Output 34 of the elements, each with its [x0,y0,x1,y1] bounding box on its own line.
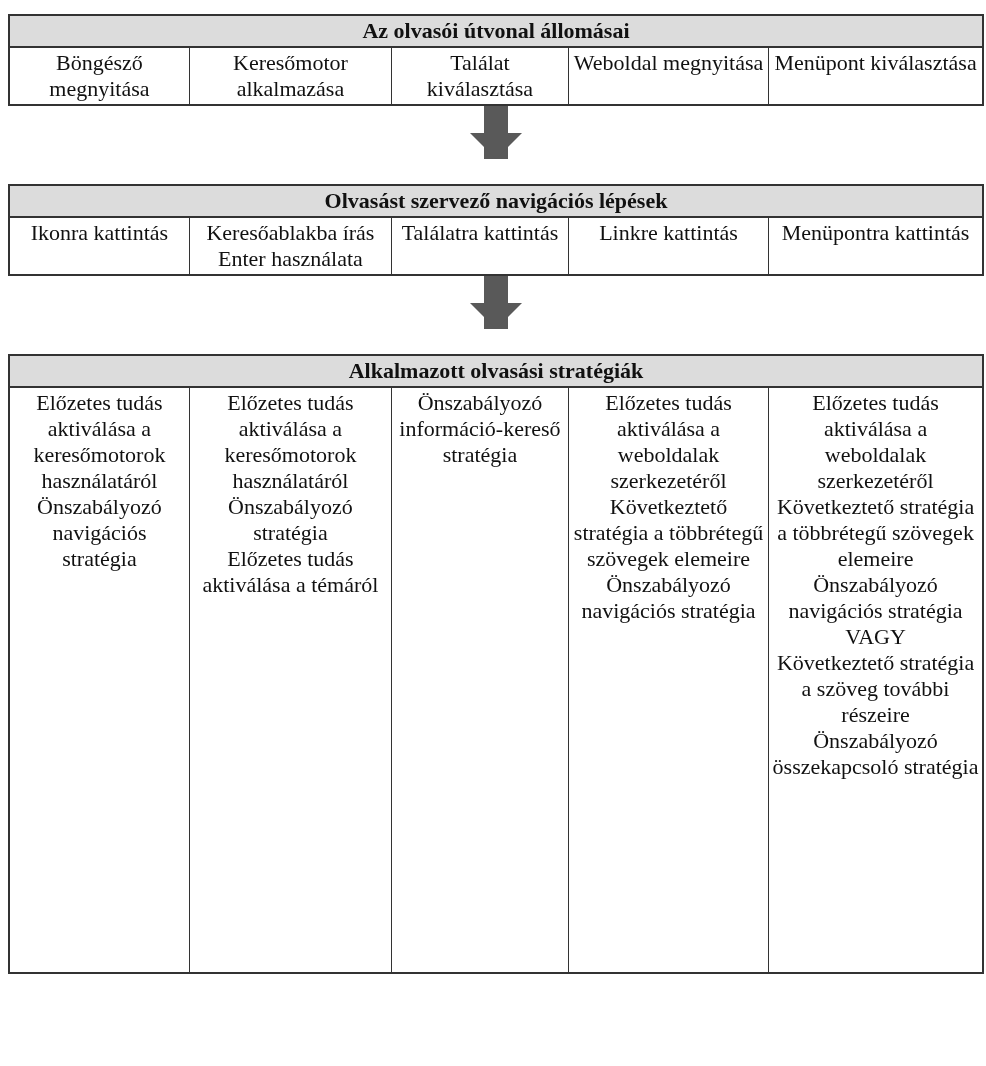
table [8,184,984,276]
cell-text: Menüpont kiválasztása [773,50,978,76]
cell-text: Keresőablakba írás [205,220,376,246]
cell-text: Önszabályozó navigációs stratégia [580,572,757,624]
table-heading: Az olvasói útvonal állomásai [362,18,630,43]
cell-text: Előzetes tudás aktiválása a weboldalak szerkezetéről [811,390,940,494]
table [8,354,984,974]
cell-text: Előzetes tudás aktiválása a témáról [201,546,380,598]
cell-text: Enter használata [217,246,364,272]
cell-text: Ikonra kattintás [29,220,170,246]
table [8,14,984,106]
cell-text: Következtető stratégia a többrétegű szövegek elemeire [572,494,765,572]
cell-text: Önszabályozó összekapcsoló stratégia [772,728,979,780]
cell-text: Önszabályozó információ-kereső stratégia [398,390,562,468]
arrow [470,106,522,159]
cell-text: Önszabályozó navigációs stratégia [36,494,163,572]
cell-text: Weboldal megnyitása [572,50,765,76]
cell-text: Önszabályozó navigációs stratégia [787,572,964,624]
table-heading: Olvasást szervező navigációs lépések [324,188,668,213]
cell-text: Előzetes tudás aktiválása a weboldalak szerkezetéről [604,390,733,494]
cell-text: Találat kiválasztása [425,50,535,102]
cell-text: Találatra kattintás [400,220,560,246]
cell-text: Böngésző megnyitása [48,50,151,102]
cell-text: VAGY [844,624,907,650]
cell-text: Önszabályozó stratégia [227,494,354,546]
arrow [470,276,522,329]
cell-text: Linkre kattintás [598,220,739,246]
cell-text: Következtető stratégia a szöveg további részeire [775,650,976,728]
cell-text: Következtető stratégia a többrétegű szövegek elemeire [775,494,976,572]
cell-text: Előzetes tudás aktiválása a keresőmotorok használatáról [32,390,167,494]
cell-text: Előzetes tudás aktiválása a keresőmotorok használatáról [223,390,358,494]
table-heading: Alkalmazott olvasási stratégiák [348,358,644,383]
cell-text: Menüpontra kattintás [780,220,971,246]
cell-text: Keresőmotor alkalmazása [232,50,349,102]
